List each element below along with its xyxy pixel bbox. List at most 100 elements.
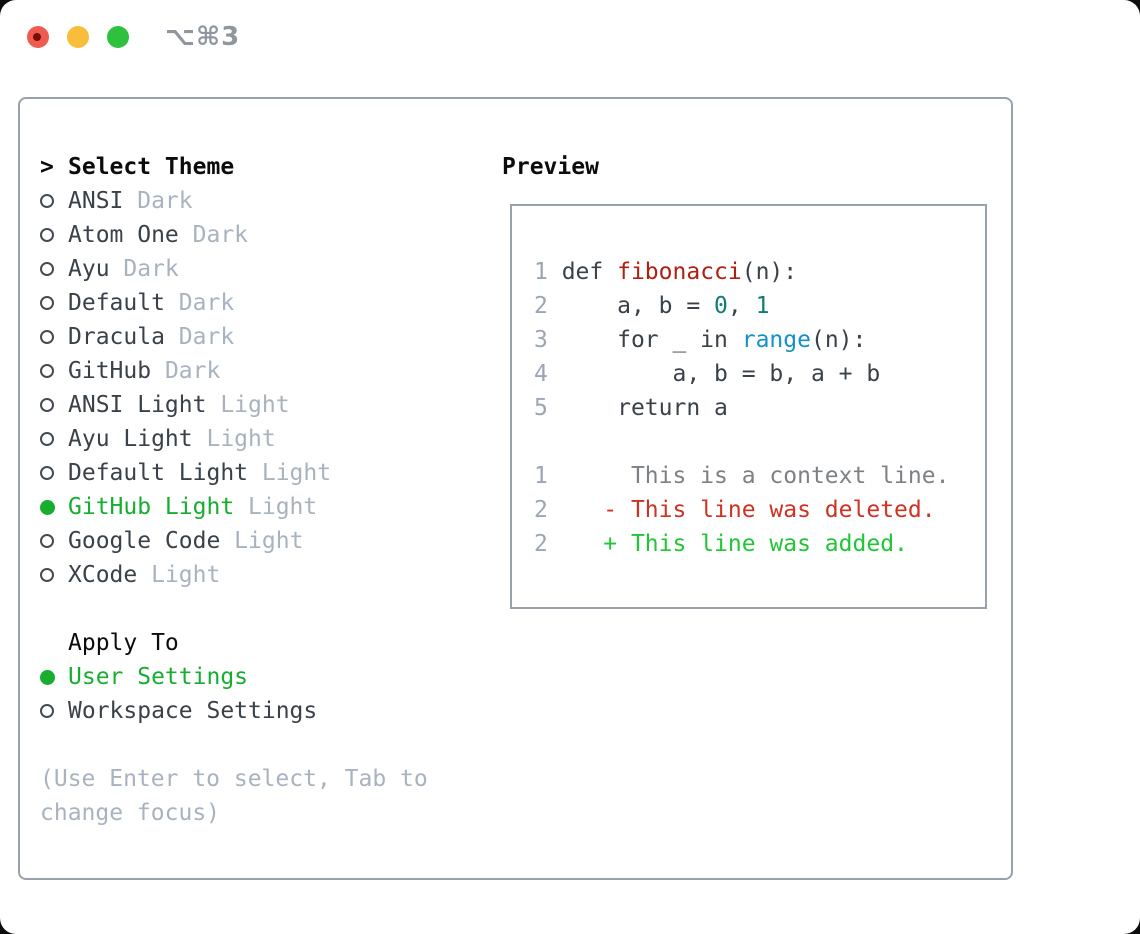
- radio-marker: [40, 398, 68, 412]
- theme-name: Ayu: [68, 256, 110, 282]
- theme-option[interactable]: Ayu Light Light: [40, 422, 490, 456]
- radio-selected-icon: [40, 669, 55, 685]
- minimize-button[interactable]: [67, 26, 89, 48]
- code-token-plain: (n):: [810, 327, 867, 353]
- prompt-icon: >: [40, 154, 54, 180]
- radio-selected-icon: [40, 499, 55, 515]
- radio-marker: [40, 296, 68, 310]
- code-token-plain: ,: [727, 293, 756, 319]
- radio-marker: [40, 669, 68, 685]
- spacer: [40, 592, 490, 626]
- window-title: ⌥⌘3: [165, 22, 241, 52]
- radio-marker: [40, 228, 68, 242]
- preview-line: 2 + This line was added.: [534, 527, 985, 561]
- theme-variant: Dark: [178, 222, 249, 248]
- apply-to-option[interactable]: Workspace Settings: [40, 694, 490, 728]
- radio-marker: [40, 432, 68, 446]
- radio-marker: [40, 534, 68, 548]
- radio-unselected-icon: [40, 296, 54, 310]
- theme-option[interactable]: Ayu Dark: [40, 252, 490, 286]
- theme-variant: Light: [248, 460, 332, 486]
- radio-marker: [40, 568, 68, 582]
- radio-marker: [40, 499, 68, 515]
- theme-option[interactable]: Dracula Dark: [40, 320, 490, 354]
- theme-name: Dracula: [68, 324, 165, 350]
- theme-variant: Dark: [123, 188, 193, 214]
- line-number: 3: [534, 327, 548, 353]
- theme-option[interactable]: ANSI Dark: [40, 184, 490, 218]
- theme-option[interactable]: Google Code Light: [40, 524, 490, 558]
- radio-unselected-icon: [40, 398, 54, 412]
- code-token-context: This is a context line.: [547, 463, 950, 489]
- theme-option[interactable]: GitHub Dark: [40, 354, 490, 388]
- code-token-num: 1: [755, 293, 770, 319]
- theme-option[interactable]: GitHub Light Light: [40, 490, 490, 524]
- select-theme-header: > Select Theme: [40, 150, 490, 184]
- preview-line: 2 a, b = 0, 1: [534, 289, 985, 323]
- theme-option[interactable]: XCode Light: [40, 558, 490, 592]
- preview-line: 1 This is a context line.: [534, 459, 985, 493]
- titlebar: ⌥⌘3: [0, 0, 1140, 75]
- preview-line: 3 for _ in range(n):: [534, 323, 985, 357]
- code-token-deleted: - This line was deleted.: [547, 497, 936, 523]
- close-button[interactable]: [27, 26, 49, 48]
- preview-line: 2 - This line was deleted.: [534, 493, 985, 527]
- apply-to-option[interactable]: User Settings: [40, 660, 490, 694]
- radio-unselected-icon: [40, 568, 54, 582]
- theme-variant: Dark: [164, 290, 235, 316]
- theme-name: Ayu Light: [68, 426, 193, 452]
- select-theme-label: Select Theme: [68, 154, 235, 180]
- radio-unselected-icon: [40, 194, 54, 208]
- radio-marker: [40, 262, 68, 276]
- radio-unselected-icon: [40, 466, 54, 480]
- theme-variant: Light: [220, 528, 304, 554]
- hint-text: (Use Enter to select, Tab to change focu…: [40, 766, 428, 826]
- radio-unselected-icon: [40, 432, 54, 446]
- theme-variant: Light: [234, 494, 318, 520]
- radio-unselected-icon: [40, 364, 54, 378]
- preview-line: 1 def fibonacci(n):: [534, 255, 985, 289]
- theme-option[interactable]: Atom One Dark: [40, 218, 490, 252]
- zoom-button[interactable]: [107, 26, 129, 48]
- code-token-added: + This line was added.: [547, 531, 908, 557]
- preview-line: 5 return a: [534, 391, 985, 425]
- code-token-plain: def: [547, 259, 618, 285]
- code-token-plain: a, b =: [547, 293, 715, 319]
- preview-label: Preview: [502, 154, 599, 180]
- theme-option[interactable]: Default Light Light: [40, 456, 490, 490]
- line-number: 2: [534, 531, 548, 557]
- theme-name: Google Code: [68, 528, 221, 554]
- line-number: 2: [534, 497, 548, 523]
- theme-name: GitHub: [68, 358, 152, 384]
- apply-to-option-label: User Settings: [68, 664, 249, 690]
- theme-variant: Dark: [151, 358, 221, 384]
- theme-name: Default Light: [68, 460, 249, 486]
- radio-unselected-icon: [40, 534, 54, 548]
- code-token-plain: a, b = b, a + b: [547, 361, 881, 387]
- theme-name: XCode: [68, 562, 138, 588]
- preview-line: 4 a, b = b, a + b: [534, 357, 985, 391]
- preview-column: Preview: [502, 150, 599, 184]
- radio-unselected-icon: [40, 262, 54, 276]
- apply-to-header: Apply To: [40, 626, 490, 660]
- theme-option[interactable]: Default Dark: [40, 286, 490, 320]
- theme-option[interactable]: ANSI Light Light: [40, 388, 490, 422]
- spacer: [40, 728, 490, 762]
- line-number: 1: [534, 259, 548, 285]
- line-number: 2: [534, 293, 548, 319]
- theme-name: ANSI: [68, 188, 124, 214]
- radio-unselected-icon: [40, 330, 54, 344]
- code-token-plain: return a: [547, 395, 728, 421]
- code-token-plain: (n):: [741, 259, 798, 285]
- theme-name: GitHub Light: [68, 494, 235, 520]
- apply-to-option-label: Workspace Settings: [68, 698, 318, 724]
- theme-variant: Light: [192, 426, 276, 452]
- radio-marker: [40, 194, 68, 208]
- radio-unselected-icon: [40, 704, 54, 718]
